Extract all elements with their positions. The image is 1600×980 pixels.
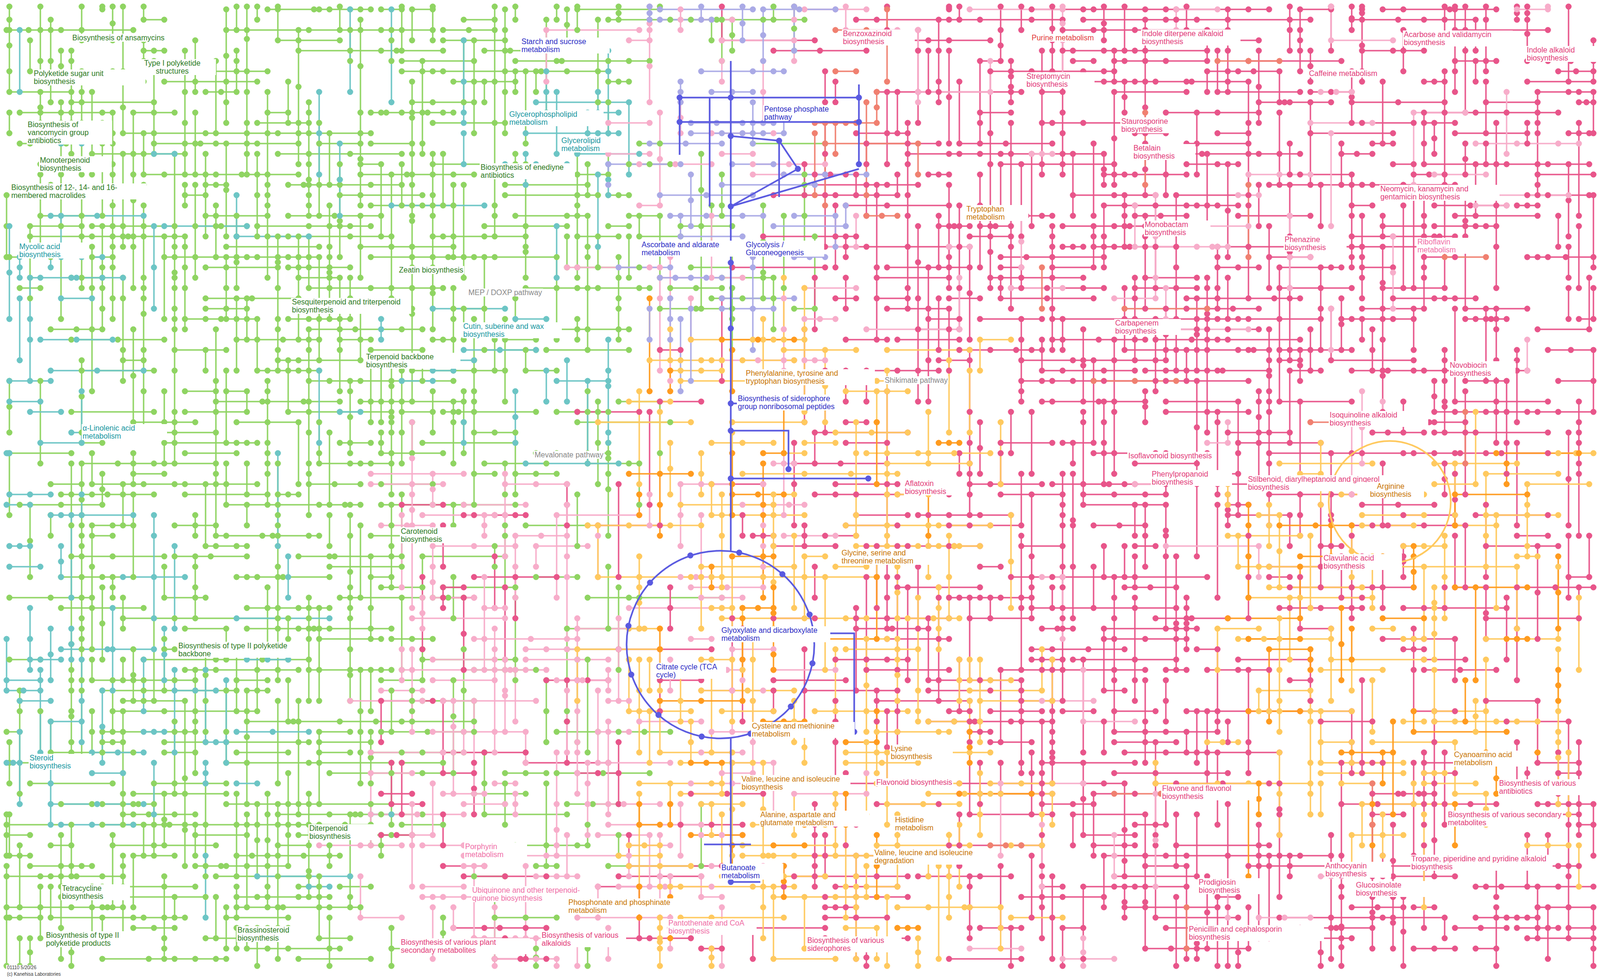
pathway-label: Pantothenate and CoA biosynthesis (667, 919, 757, 936)
pathway-label: Phenylpropanoid biosynthesis (1150, 470, 1233, 487)
map-footer: 01110 5/20/26 (6, 965, 38, 972)
pathway-label: Pentose phosphate pathway (763, 105, 853, 122)
pathway-label: Biosynthesis of ansamycins (71, 33, 166, 42)
pathway-label: Ascorbate and aldarate metabolism (640, 240, 741, 257)
pathway-label: Mevalonate pathway (533, 451, 605, 460)
compound-dots (605, 3, 870, 395)
pathway-label: Novobiocin biosynthesis (1448, 361, 1516, 378)
pathway-label: Anthocyanin biosynthesis (1324, 862, 1392, 879)
pathway-label: Monobactam biosynthesis (1143, 220, 1211, 237)
pathway-label: Phenylalanine, tyrosine and tryptophan b… (744, 369, 875, 386)
pathway-label: Staurosporine biosynthesis (1120, 117, 1192, 134)
pathway-label: Phosphonate and phosphinate metabolism (567, 898, 678, 915)
pathway-label: Zeatin biosynthesis (398, 266, 465, 275)
pathway-label: Starch and sucrose metabolism (520, 37, 610, 54)
compound-dots (626, 295, 1583, 942)
reaction-lines (608, 6, 867, 392)
pathway-label: Terpenoid backbone biosynthesis (365, 352, 461, 369)
arginine-ring (1328, 441, 1451, 564)
pathway-label: Carotenoid biosynthesis (399, 527, 469, 544)
pathway-label: Cutin, suberine and wax biosynthesis (462, 322, 562, 339)
pathway-label: MEP / DOXP pathway (467, 288, 544, 297)
pathway-label: Glycerophospholipid metabolism (508, 110, 604, 127)
pathway-label: Biosynthesis of siderophore group nonrib… (736, 394, 839, 411)
pathway-label: Citrate cycle (TCA cycle) (655, 663, 727, 680)
pathway-label: Isoflavonoid biosynthesis (1127, 451, 1213, 460)
pathway-label: Shikimate pathway (883, 376, 949, 385)
pathway-label: Flavonoid biosynthesis (875, 778, 954, 787)
reaction-lines (319, 6, 1579, 967)
pathway-label: Clavulanic acid biosynthesis (1322, 554, 1402, 571)
pathway-label: Monoterpenoid biosynthesis (38, 156, 112, 173)
pathway-label: Flavone and flavonol biosynthesis (1161, 784, 1257, 801)
compound-dots (3, 3, 829, 970)
pathway-label: Biosynthesis of vancomycin group antibio… (26, 120, 113, 145)
pathway-label: Biosynthesis of enediyne antibiotics (479, 163, 575, 180)
pathway-label: Cyanoamino acid metabolism (1453, 750, 1535, 767)
pathway-label: Diterpenoid biosynthesis (308, 824, 378, 841)
pathway-label: Glucosinolate biosynthesis (1355, 881, 1426, 898)
reaction-lines (814, 9, 1486, 950)
pathway-label: Caffeine metabolism (1308, 69, 1379, 78)
pathway-label: Streptomycin biosynthesis (1025, 72, 1095, 89)
pathway-label: α-Linolenic acid metabolism (81, 424, 168, 441)
reaction-lines (577, 277, 1594, 967)
compound-dots (574, 275, 1597, 970)
pathway-label: Lysine biosynthesis (889, 744, 953, 761)
compound-dots (3, 6, 643, 922)
compound-dots (378, 3, 1597, 970)
pathway-label: Glyoxylate and dicarboxylate metabolism (720, 626, 831, 643)
pathway-label: Tetracycline biosynthesis (61, 884, 131, 901)
pathway-label: Carbapenem biosynthesis (1114, 319, 1181, 336)
pathway-label: Valine, leucine and isoleucine biosynthe… (740, 775, 851, 792)
reaction-lines (381, 6, 1594, 967)
pathway-label: Alanine, aspartate and glutamate metabol… (759, 811, 870, 827)
pathway-label: Cysteine and methionine metabolism (750, 722, 855, 739)
pathway-label: Biosynthesis of various alkaloids (540, 931, 627, 948)
pathway-label: Mycolic acid biosynthesis (18, 242, 90, 259)
pathway-label: Biosynthesis of various plant secondary … (399, 938, 530, 955)
pathway-label: Glycerolipid metabolism (560, 136, 628, 153)
pathway-label: Biosynthesis of type II polyketide produ… (45, 931, 155, 948)
pathway-label: Betalain biosynthesis (1132, 144, 1196, 161)
pathway-label: Steroid biosynthesis (28, 754, 92, 771)
compound-dots (316, 3, 1583, 970)
pathway-label: Prodigiosin biosynthesis (1197, 878, 1265, 895)
pathway-label: Glycine, serine and threonine metabolism (840, 549, 941, 566)
pathway-label: Indole diterpene alkaloid biosynthesis (1140, 29, 1241, 46)
pathway-label: Riboflavin metabolism (1416, 237, 1480, 254)
pathway-label: Aflatoxin biosynthesis (903, 479, 967, 496)
pathway-label: Polyketide sugar unit biosynthesis (32, 69, 146, 86)
pathway-label: Phenazine biosynthesis (1283, 235, 1347, 252)
pathway-label: Acarbose and validamycin biosynthesis (1402, 30, 1513, 47)
pathway-label: Biosynthesis of type II polyketide backb… (177, 642, 294, 659)
pathway-label: Valine, leucine and isoleucine degradati… (873, 849, 984, 866)
map-footer: (c) Kanehisa Laboratories (6, 972, 62, 978)
pathway-label: Brassinosteroid biosynthesis (236, 926, 316, 943)
pathway-label: Arginine biosynthesis (1357, 482, 1424, 499)
pathway-label: Tryptophan metabolism (965, 205, 1029, 222)
compound-dots (625, 94, 872, 886)
pathway-label: Benzoxazinoid biosynthesis (842, 29, 915, 46)
pathway-label: Biosynthesis of various antibiotics (1498, 779, 1594, 796)
pathway-label: Isoquinoline alkaloid biosynthesis (1328, 411, 1429, 428)
pathway-label: Butanoate metabolism (720, 864, 784, 881)
pathway-label: Tropane, piperidine and pyridine alkaloi… (1410, 855, 1553, 872)
pathway-label: Penicillin and cephalosporin biosynthesi… (1187, 925, 1325, 942)
pathway-label: Histidine metabolism (894, 816, 957, 833)
pathway-label: Sesquiterpenoid and triterpenoid biosynt… (290, 298, 412, 314)
pathway-label: Neomycin, kanamycin and gentamicin biosy… (1379, 184, 1500, 201)
pathway-label: Biosynthesis of various secondary metabo… (1446, 811, 1563, 827)
tca-cycle-ring (626, 551, 815, 739)
pathway-label: Biosynthesis of various siderophores (806, 936, 902, 953)
pathway-label: Indole alkaloid biosynthesis (1525, 45, 1600, 62)
central-carbon-lines (679, 61, 869, 883)
pathway-label: Glycolysis / Gluconeogenesis (744, 240, 825, 257)
compound-dots (811, 6, 1490, 953)
pathway-label: Purine metabolism (1030, 33, 1095, 42)
pathway-label: Biosynthesis of 12-, 14- and 16-membered… (10, 183, 147, 200)
pathway-label: Ubiquinone and other terpenoid-quinone b… (471, 886, 582, 903)
pathway-label: Porphyrin metabolism (464, 842, 528, 859)
